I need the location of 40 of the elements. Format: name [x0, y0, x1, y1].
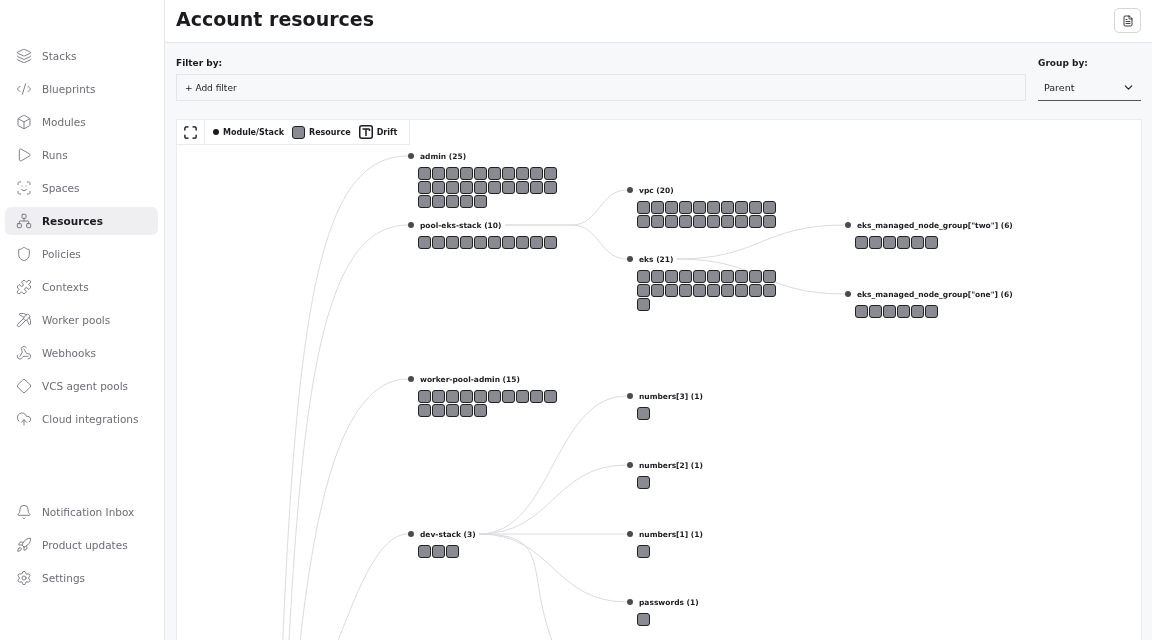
- resource-group: [845, 288, 1013, 318]
- nav-link: Policies: [5, 240, 158, 268]
- connector-line: [287, 224, 409, 640]
- connector-line: [297, 378, 409, 640]
- resource-group: [627, 184, 776, 228]
- nav-link: Blueprints: [5, 75, 158, 103]
- resource-group: [408, 150, 557, 208]
- nav-link: Cloud integrations: [5, 405, 158, 433]
- filter-input: + Add filter: [176, 74, 1026, 101]
- legend-label: Resource: [309, 127, 351, 137]
- connector-line: [281, 155, 409, 640]
- nav-link: Spaces: [5, 174, 158, 202]
- nav-link: Settings: [5, 564, 158, 592]
- resource-group: [627, 390, 703, 420]
- nav-link: Webhooks: [5, 339, 158, 367]
- field-label: Filter by:: [176, 58, 223, 68]
- legend-label: Module/Stack: [223, 127, 284, 137]
- nav-link: VCS agent pools: [5, 372, 158, 400]
- connector-line: [676, 258, 846, 295]
- nav-link: Product updates: [5, 531, 158, 559]
- resource-group: [627, 596, 699, 626]
- resource-group: [845, 219, 1013, 249]
- nav-link: Resources: [5, 207, 158, 235]
- nav-link: Notification Inbox: [5, 498, 158, 526]
- nav-link: Runs: [5, 141, 158, 169]
- connector-line: [504, 224, 628, 260]
- resource-group: [408, 373, 557, 417]
- legend-label: Drift: [376, 127, 398, 137]
- nav-link: Modules: [5, 108, 158, 136]
- resource-group: [627, 459, 703, 489]
- resource-group: [627, 528, 703, 558]
- resource-group: [408, 528, 476, 558]
- resource-group: [627, 253, 776, 311]
- nav-link: Stacks: [5, 42, 158, 70]
- resource-group: [408, 219, 557, 249]
- group-by-select: Parent: [1038, 74, 1141, 101]
- nav-link: Worker pools: [5, 306, 158, 334]
- page-title: Account resources: [176, 8, 374, 30]
- field-label: Group by:: [1038, 58, 1088, 68]
- nav-link: Contexts: [5, 273, 158, 301]
